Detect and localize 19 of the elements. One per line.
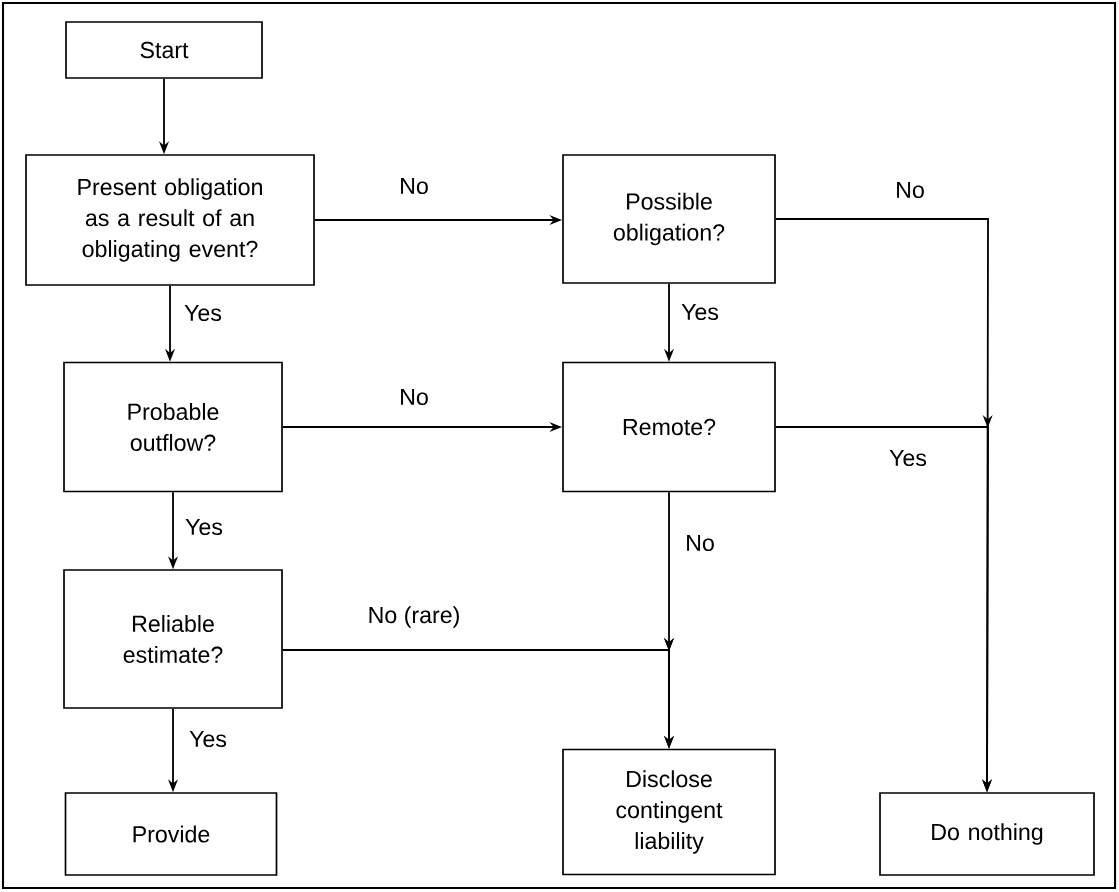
edge-label: Yes (679, 302, 721, 322)
process-box: Possible obligation? (562, 154, 776, 284)
process-box: Do nothing (879, 792, 1095, 876)
edge-label: No (683, 533, 717, 553)
process-box: Provide (64, 792, 278, 876)
edge-label: No (893, 180, 927, 200)
process-box: Disclose contingent liability (562, 748, 776, 876)
edge-label: No (397, 176, 431, 196)
edge-label: No (397, 387, 431, 407)
process-box: Probable outflow? (63, 361, 283, 493)
edge-label: Yes (887, 448, 929, 468)
process-box: Present obligation as a result of an obligating event? (25, 154, 315, 286)
edge-label: Yes (183, 517, 225, 537)
edge-label: Yes (187, 729, 229, 749)
process-box: Reliable estimate? (63, 569, 283, 709)
edge-label: Yes (182, 303, 224, 323)
process-box: Start (65, 21, 263, 79)
edge-label: No (rare) (366, 604, 462, 630)
process-box: Remote? (562, 361, 776, 493)
